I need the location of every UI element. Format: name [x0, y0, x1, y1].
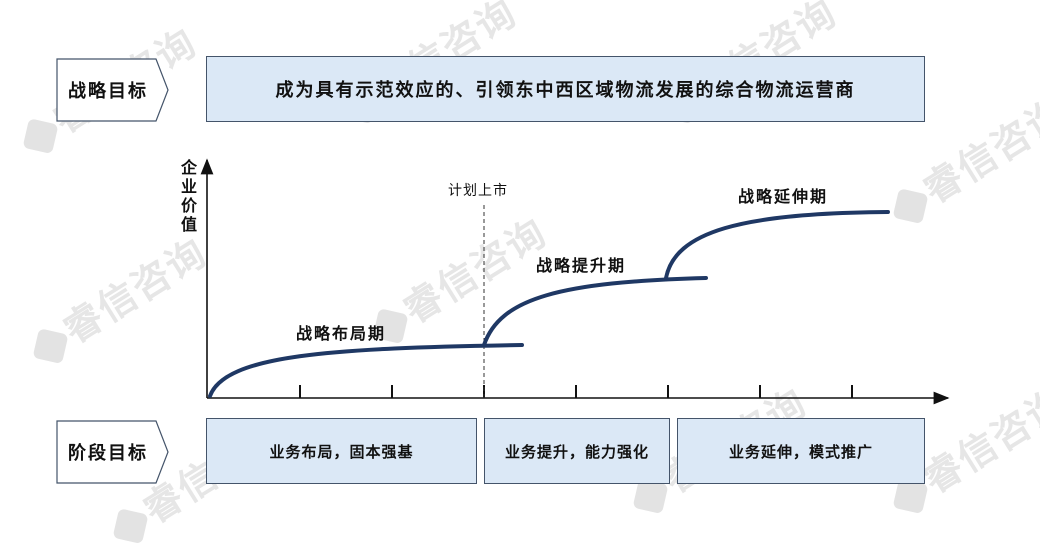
stage-text-2: 业务提升，能力强化	[504, 442, 649, 461]
strategy-goal-text: 成为具有示范效应的、引领东中西区域物流发展的综合物流运营商	[275, 80, 856, 101]
x-axis-ticks	[299, 385, 853, 398]
stage-goal-tag: 阶段目标	[56, 420, 170, 484]
value-curves	[208, 210, 890, 398]
strategy-goal-label: 战略目标	[68, 81, 148, 102]
chevron-shape	[56, 58, 169, 122]
stage-box-3: 业务延伸，模式推广	[677, 418, 925, 484]
ipo-marker-label: 计划上市	[448, 183, 508, 199]
stage-text-1: 业务布局，固本强基	[269, 442, 414, 461]
stage-box-1: 业务布局，固本强基	[206, 418, 477, 484]
stage-box-2: 业务提升，能力强化	[484, 418, 670, 484]
curve-phase-3	[664, 210, 890, 280]
y-axis-label: 企 业 价 值	[180, 158, 197, 234]
curve-phase-1	[208, 343, 524, 398]
curve-phase-2	[482, 276, 708, 347]
phase-label-layout: 战略布局期	[296, 324, 387, 343]
stage-text-3: 业务延伸，模式推广	[728, 442, 873, 461]
chevron-shape	[56, 420, 169, 484]
strategy-goal-tag: 战略目标	[56, 58, 170, 122]
phase-label-extension: 战略延伸期	[738, 187, 829, 206]
strategy-goal-box: 成为具有示范效应的、引领东中西区域物流发展的综合物流运营商	[206, 56, 925, 122]
stage-goal-label: 阶段目标	[68, 443, 148, 464]
phase-label-upgrade: 战略提升期	[536, 256, 627, 275]
